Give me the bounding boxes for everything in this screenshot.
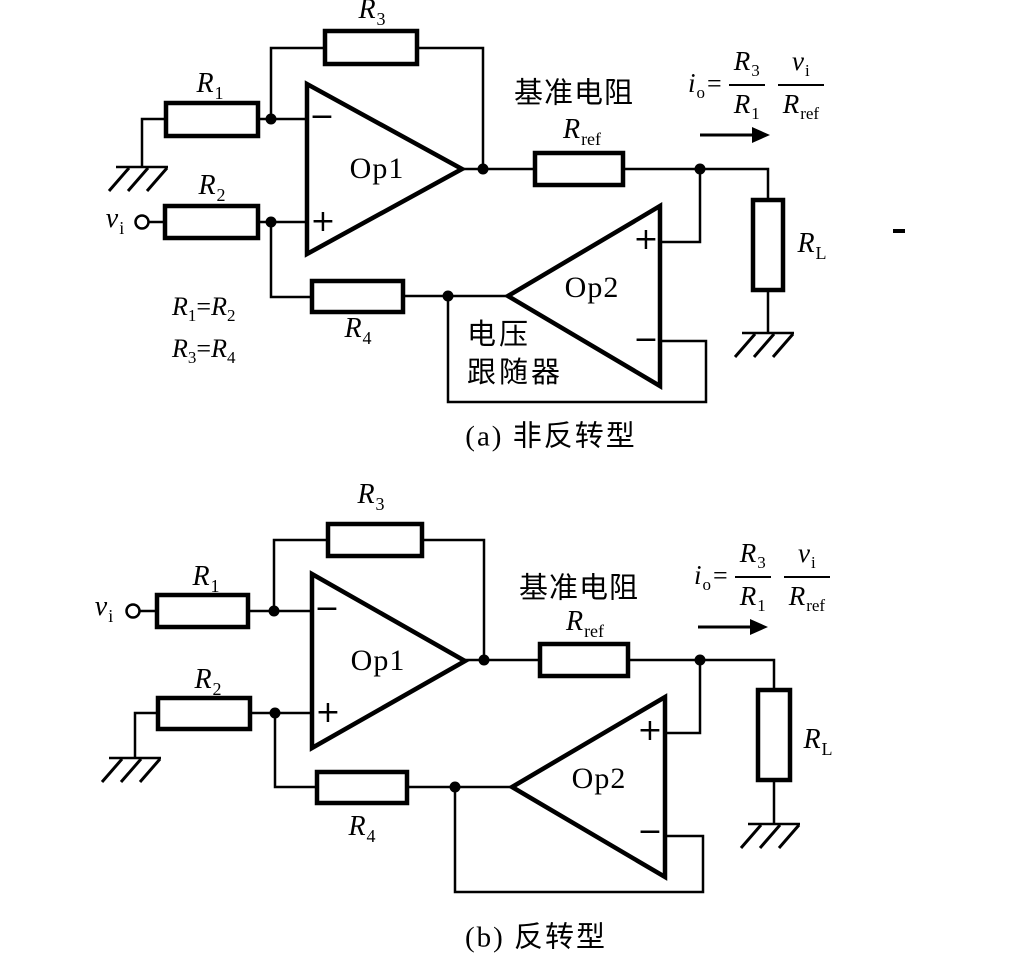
op1-a-inverting-input-sign: − <box>309 99 335 134</box>
resistor-label-r2-b: R2 <box>194 664 222 699</box>
resistor-rref-a-body <box>532 150 626 188</box>
equality-note-2: R3=R4 <box>172 334 236 367</box>
opamp-label-op1-b: Op1 <box>350 644 406 677</box>
circuit-b-schematic <box>100 521 801 894</box>
op1-b-noninverting-input-sign: + <box>315 695 341 730</box>
resistor-label-r4-b: R4 <box>348 811 376 846</box>
equality-note-1: R1=R2 <box>172 292 236 325</box>
opamp-op2-a-triangle <box>503 202 663 390</box>
formula-b-vi-fraction: vi Rref <box>783 538 831 616</box>
resistor-r1-a-body <box>163 100 261 139</box>
resistor-r4-a-body <box>309 278 406 315</box>
input-voltage-label-b: vi <box>94 591 114 626</box>
ground-symbol-a-load <box>733 331 795 358</box>
opamp-label-op2-a: Op2 <box>564 271 620 304</box>
formula-a-lhs: io= <box>688 67 722 102</box>
formula-b-gain-fraction: R3 R1 <box>734 538 771 616</box>
input-terminal-a <box>134 214 150 230</box>
resistor-r2-a-body <box>162 203 261 241</box>
formula-a-gain-fraction: R3 R1 <box>728 46 765 124</box>
formula-b-lhs: io= <box>694 559 728 594</box>
resistor-label-r3-a: R3 <box>358 0 386 29</box>
resistor-r1-b-body <box>154 592 251 630</box>
junction-dots-b <box>268 605 706 793</box>
resistor-r3-b-body <box>325 521 425 559</box>
circuit-a-schematic <box>107 28 905 404</box>
resistor-equality-notes: R1=R2 R3=R4 <box>172 290 235 374</box>
resistor-label-rref-a: Rref <box>562 114 602 149</box>
resistor-label-r1-b: R1 <box>192 561 220 596</box>
ground-symbol-a-input <box>107 165 169 192</box>
op2-b-inverting-input-sign: − <box>637 814 663 849</box>
reference-resistor-note-a: 基准电阻 <box>513 77 635 110</box>
opamp-label-op1-a: Op1 <box>349 152 405 185</box>
resistor-label-rl-a: RL <box>797 228 827 263</box>
resistor-label-rl-b: RL <box>803 724 833 759</box>
stray-ink-mark <box>893 229 905 233</box>
resistor-rref-b-body <box>537 641 631 679</box>
resistor-label-rref-b: Rref <box>565 606 605 641</box>
resistor-label-r1-a: R1 <box>196 68 224 103</box>
ground-symbol-b-input <box>100 756 162 783</box>
output-current-formula-b: io= R3 R1 vi Rref <box>694 538 831 616</box>
op2-a-noninverting-input-sign: + <box>633 222 659 257</box>
op2-a-inverting-input-sign: − <box>633 322 659 357</box>
reference-resistor-note-b: 基准电阻 <box>518 572 640 605</box>
resistor-r4-b-body <box>314 769 410 806</box>
resistor-rl-b-body <box>755 687 793 783</box>
op2-b-noninverting-input-sign: + <box>637 713 663 748</box>
op1-b-inverting-input-sign: − <box>314 591 340 626</box>
junction-dots-a <box>265 113 706 302</box>
circuit-a-wires <box>140 46 770 404</box>
opamp-op1-a-triangle <box>304 80 467 258</box>
ground-symbol-b-load <box>739 822 801 849</box>
caption-circuit-a: (a) 非反转型 <box>465 420 637 453</box>
current-arrow-a <box>700 127 770 143</box>
op1-a-noninverting-input-sign: + <box>310 204 336 239</box>
caption-circuit-b: (b) 反转型 <box>464 921 608 954</box>
resistor-rl-a-body <box>750 197 786 293</box>
opamp-op1-b-triangle <box>309 570 470 752</box>
resistor-label-r4-a: R4 <box>344 313 372 348</box>
input-terminal-b <box>125 603 141 619</box>
voltage-follower-note: 电压 跟随器 <box>467 319 564 389</box>
opamp-op2-b-triangle <box>507 693 668 881</box>
resistor-r3-a-body <box>322 28 420 67</box>
formula-a-vi-fraction: vi Rref <box>777 46 825 124</box>
input-voltage-label-a: vi <box>105 203 125 238</box>
opamp-label-op2-b: Op2 <box>571 762 627 795</box>
resistor-label-r3-b: R3 <box>357 479 385 514</box>
current-arrow-b <box>698 619 768 635</box>
resistor-r2-b-body <box>155 695 253 732</box>
resistor-label-r2-a: R2 <box>198 170 226 205</box>
output-current-formula-a: io= R3 R1 vi Rref <box>688 46 825 124</box>
